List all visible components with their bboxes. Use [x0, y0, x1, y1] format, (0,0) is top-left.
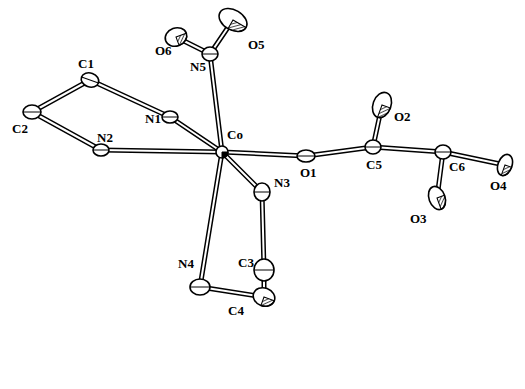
atom-label: O3	[410, 212, 427, 225]
atom-ellipsoid	[365, 140, 381, 154]
atom-label: C4	[228, 304, 244, 317]
atom-ellipsoid	[162, 111, 178, 123]
atom-label: Co	[227, 128, 243, 141]
atom-ellipsoid	[190, 279, 210, 295]
atom-ellipsoid	[495, 152, 516, 177]
atom-ellipsoid	[435, 145, 451, 159]
atom-ellipsoid	[216, 146, 228, 158]
atom-ellipsoid	[202, 47, 218, 61]
atom-label: N4	[178, 257, 194, 270]
atom-label: O6	[155, 44, 172, 57]
atom-ellipsoid	[215, 4, 251, 36]
atom-label: O1	[300, 166, 317, 179]
atom-label: C5	[366, 158, 382, 171]
atom-label: C6	[449, 160, 465, 173]
atom-ellipsoid	[23, 105, 41, 119]
atom-label: N1	[145, 112, 161, 125]
atom-label: O4	[490, 179, 507, 192]
atom-ellipsoid	[79, 70, 101, 89]
atom-ellipsoid	[369, 90, 395, 121]
atom-label: O5	[248, 38, 265, 51]
atom-label: C2	[12, 122, 28, 135]
atom-ellipsoid	[254, 259, 274, 281]
atom-ellipsoid	[251, 285, 278, 309]
atom-label: C3	[238, 256, 254, 269]
atom-ellipsoid	[425, 184, 448, 212]
atom-ellipsoid	[297, 150, 315, 162]
bond-outline	[32, 20, 505, 297]
atom-ellipsoid	[93, 144, 109, 156]
atom-label: C1	[78, 57, 94, 70]
atom-label: O2	[394, 110, 411, 123]
atom-label: N2	[97, 131, 113, 144]
atom-label: N3	[274, 176, 290, 189]
atom-ellipsoid	[254, 183, 270, 201]
atom-label: N5	[190, 60, 206, 73]
bond-fill	[32, 20, 505, 297]
